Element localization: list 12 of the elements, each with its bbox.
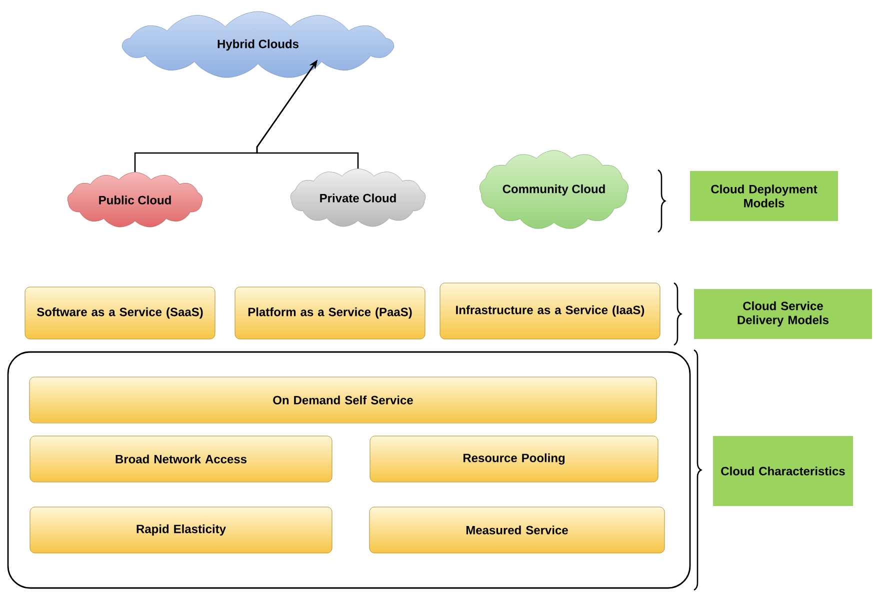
service-box: Broad Network Access [30,436,332,482]
service-box: On Demand Self Service [29,376,657,424]
label-box: Cloud Deployment Models [690,171,838,221]
service-box: Infrastructure as a Service (IaaS) [440,282,660,340]
service-box: Software as a Service (SaaS) [24,286,216,340]
service-box: Platform as a Service (PaaS) [234,286,426,340]
service-box: Rapid Elasticity [30,506,332,554]
label-box: Cloud Service Delivery Models [694,289,872,339]
label-box: Cloud Characteristics [713,436,853,506]
service-box: Resource Pooling [370,436,658,482]
container-box [7,351,691,589]
service-box: Measured Service [369,506,665,554]
